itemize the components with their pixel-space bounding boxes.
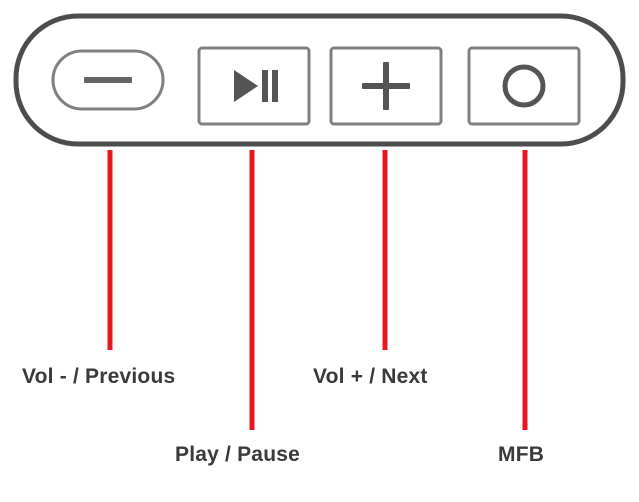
- play-pause-icon: [234, 70, 278, 102]
- label-vol-plus: Vol + / Next: [313, 365, 428, 388]
- label-play-pause: Play / Pause: [175, 443, 300, 466]
- circle-icon: [502, 64, 546, 108]
- minus-icon: [84, 77, 132, 83]
- label-mfb: MFB: [498, 443, 545, 466]
- label-vol-minus: Vol - / Previous: [22, 365, 176, 388]
- plus-icon: [362, 62, 410, 110]
